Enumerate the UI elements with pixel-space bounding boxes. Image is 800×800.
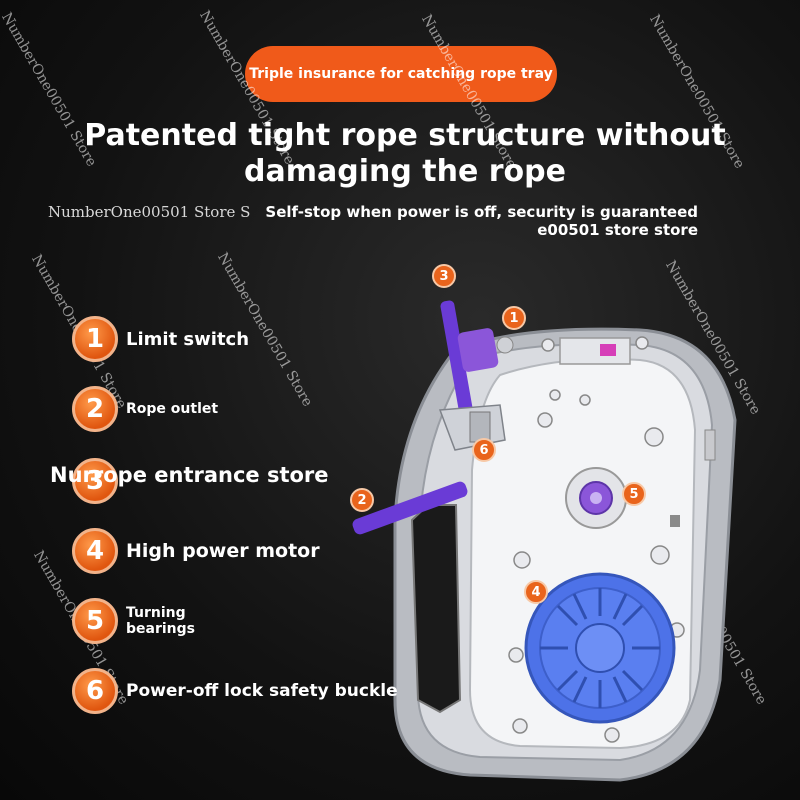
callout-5: 5: [622, 482, 646, 506]
feature-label: Limit switch: [126, 328, 250, 350]
feature-item-1: 1 Limit switch: [72, 316, 249, 362]
feature-label: High power motor: [126, 540, 320, 562]
self-stop-note: Self-stop when power is off, security is…: [265, 203, 698, 239]
callout-3: 3: [432, 264, 456, 288]
callout-6: 6: [472, 438, 496, 462]
self-stop-line-1: Self-stop when power is off, security is…: [265, 203, 698, 221]
feature-item-4: 4 High power motor: [72, 528, 320, 574]
banner-text: Triple insurance for catching rope tray: [249, 66, 553, 82]
feature-label: Rope outlet: [126, 401, 219, 417]
feature-item-5: 5 Turning bearings: [72, 598, 204, 644]
feature-number-badge: 2: [72, 386, 118, 432]
title-line-2: damaging the rope: [244, 154, 566, 189]
title-line-1: Patented tight rope structure without: [84, 118, 726, 153]
feature-number-badge: 6: [72, 668, 118, 714]
headline-banner: Triple insurance for catching rope tray: [245, 46, 557, 102]
self-stop-line-2: e00501 store store: [537, 221, 698, 239]
feature-number-badge: 4: [72, 528, 118, 574]
feature-item-3: 3: [72, 458, 118, 504]
feature-item-2: 2 Rope outlet: [72, 386, 218, 432]
callout-2: 2: [350, 488, 374, 512]
feature-item-6: 6 Power-off lock safety buckle: [72, 668, 398, 714]
feature-3-overlay-text: Nurrope entrance store: [50, 463, 329, 487]
store-watermark-text: NumberOne00501 Store S: [48, 203, 251, 221]
feature-number-badge: 3: [72, 458, 118, 504]
feature-label: Power-off lock safety buckle: [126, 681, 398, 701]
feature-number-badge: 5: [72, 598, 118, 644]
callout-1: 1: [502, 306, 526, 330]
page-title: Patented tight rope structure without da…: [60, 118, 750, 190]
feature-number-badge: 1: [72, 316, 118, 362]
feature-label: Turning bearings: [126, 605, 195, 637]
callout-4: 4: [524, 580, 548, 604]
